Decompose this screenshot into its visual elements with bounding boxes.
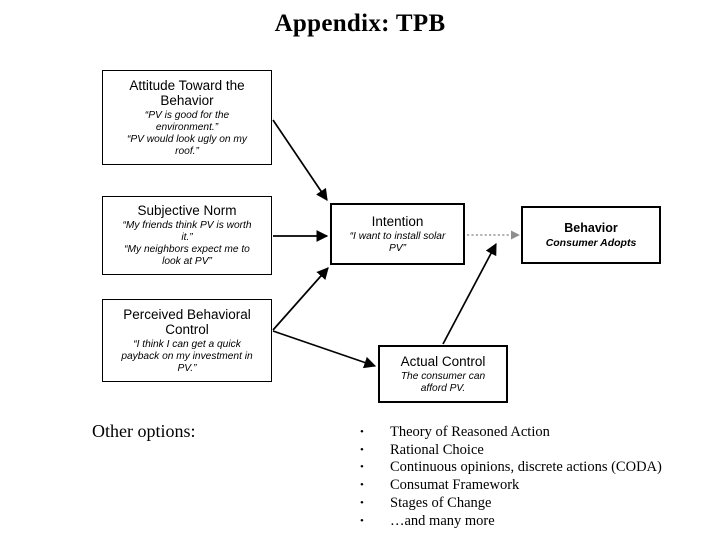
bullet-icon: • <box>360 443 364 456</box>
node-title: Intention <box>371 213 424 229</box>
list-item: • Continuous opinions, discrete actions … <box>352 459 702 477</box>
edge-attitude-to-intention <box>272 119 328 201</box>
list-item-label: Continuous opinions, discrete actions (C… <box>390 459 662 476</box>
node-perceived-behavioral-control: Perceived Behavioral Control “I think I … <box>102 299 272 382</box>
bullet-icon: • <box>360 496 364 509</box>
list-item: • Consumat Framework <box>352 477 702 495</box>
node-title: Attitude Toward the Behavior <box>129 77 245 108</box>
node-behavior: Behavior Consumer Adopts <box>521 206 661 264</box>
list-item-label: …and many more <box>390 512 495 529</box>
edge-pbc-to-actual-control <box>272 330 377 369</box>
node-subjective-norm: Subjective Norm “My friends think PV is … <box>102 196 272 275</box>
list-item: • …and many more <box>352 513 702 531</box>
bullet-icon: • <box>360 461 364 474</box>
node-quote: “My friends think PV is worth it.” “My n… <box>122 220 252 267</box>
list-item-label: Consumat Framework <box>390 477 520 494</box>
node-intention: Intention “I want to install solar PV” <box>330 203 465 265</box>
list-item-label: Rational Choice <box>390 441 484 458</box>
other-options-list: • Theory of Reasoned Action • Rational C… <box>352 424 702 530</box>
edge-pbc-to-intention <box>272 267 329 331</box>
list-item-label: Theory of Reasoned Action <box>390 424 550 440</box>
bullet-icon: • <box>360 514 364 527</box>
other-options-label: Other options: <box>92 421 196 441</box>
list-item-label: Stages of Change <box>390 494 492 511</box>
list-item: • Rational Choice <box>352 442 702 460</box>
node-quote: “PV is good for the environment.” “PV wo… <box>126 109 248 157</box>
list-item: • Stages of Change <box>352 495 702 513</box>
node-quote: “I want to install solar PV” <box>349 230 446 254</box>
list-item: • Theory of Reasoned Action <box>352 424 702 442</box>
node-title: Subjective Norm <box>137 203 237 218</box>
bullet-icon: • <box>360 479 364 492</box>
node-title: Actual Control <box>400 353 486 369</box>
node-attitude-toward-the-behavior: Attitude Toward the Behavior “PV is good… <box>102 70 272 165</box>
node-quote: The consumer can afford PV. <box>400 370 486 394</box>
node-title: Perceived Behavioral Control <box>123 306 251 337</box>
node-quote: “I think I can get a quick payback on my… <box>121 338 253 374</box>
node-title: Behavior <box>564 221 618 235</box>
node-actual-control: Actual Control The consumer can afford P… <box>378 345 508 403</box>
node-quote: Consumer Adopts <box>545 237 637 249</box>
page-title: Appendix: TPB <box>274 10 446 37</box>
bullet-icon: • <box>360 426 364 438</box>
